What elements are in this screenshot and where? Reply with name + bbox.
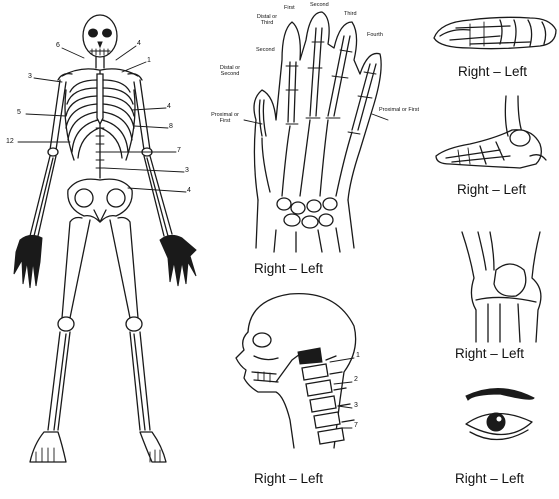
skeleton-callout-number: 4 — [167, 103, 171, 110]
phalanx-label-second: Second — [256, 47, 275, 53]
caption-hand: Right – Left — [254, 261, 323, 276]
finger-label-first: First — [284, 5, 295, 11]
eye-figure — [466, 388, 534, 439]
phalanx-label-proximal-left: Proximal or First — [205, 112, 245, 124]
skull-neck-figure — [236, 294, 356, 448]
foot-top-view-figure — [434, 17, 556, 48]
skeleton-callout-number: 4 — [187, 187, 191, 194]
skeleton-callout-number: 1 — [147, 57, 151, 64]
caption-foot-side: Right – Left — [457, 182, 526, 197]
skeleton-callout-number: 12 — [6, 138, 14, 145]
skeleton-callout-number: 6 — [56, 42, 60, 49]
knee-figure — [462, 232, 541, 342]
neck-callout-number: 2 — [354, 376, 358, 383]
finger-label-third: Third — [344, 11, 357, 17]
neck-callout-number: 1 — [356, 352, 360, 359]
skeleton-callout-number: 4 — [137, 40, 141, 47]
foot-side-view-figure — [436, 96, 546, 168]
caption-eye: Right – Left — [455, 471, 524, 486]
neck-callout-number: 3 — [354, 402, 358, 409]
full-skeleton-figure — [14, 15, 196, 462]
skeleton-callout-number: 3 — [185, 167, 189, 174]
caption-skull-neck: Right – Left — [254, 471, 323, 486]
phalanx-label-distal-third: Distal or Third — [251, 14, 283, 26]
skeleton-callout-number: 8 — [169, 123, 173, 130]
skeleton-callout-number: 5 — [17, 109, 21, 116]
phalanx-label-distal-second: Distal or Second — [212, 65, 248, 77]
phalanx-label-proximal-right: Proximal or First — [378, 107, 420, 113]
skeleton-callout-number: 3 — [28, 73, 32, 80]
skeleton-callout-number: 7 — [177, 147, 181, 154]
caption-foot-top: Right – Left — [458, 64, 527, 79]
neck-callout-number: 7 — [354, 422, 358, 429]
finger-label-second: Second — [310, 2, 329, 8]
finger-label-fourth: Fourth — [367, 32, 383, 38]
caption-knee: Right – Left — [455, 346, 524, 361]
